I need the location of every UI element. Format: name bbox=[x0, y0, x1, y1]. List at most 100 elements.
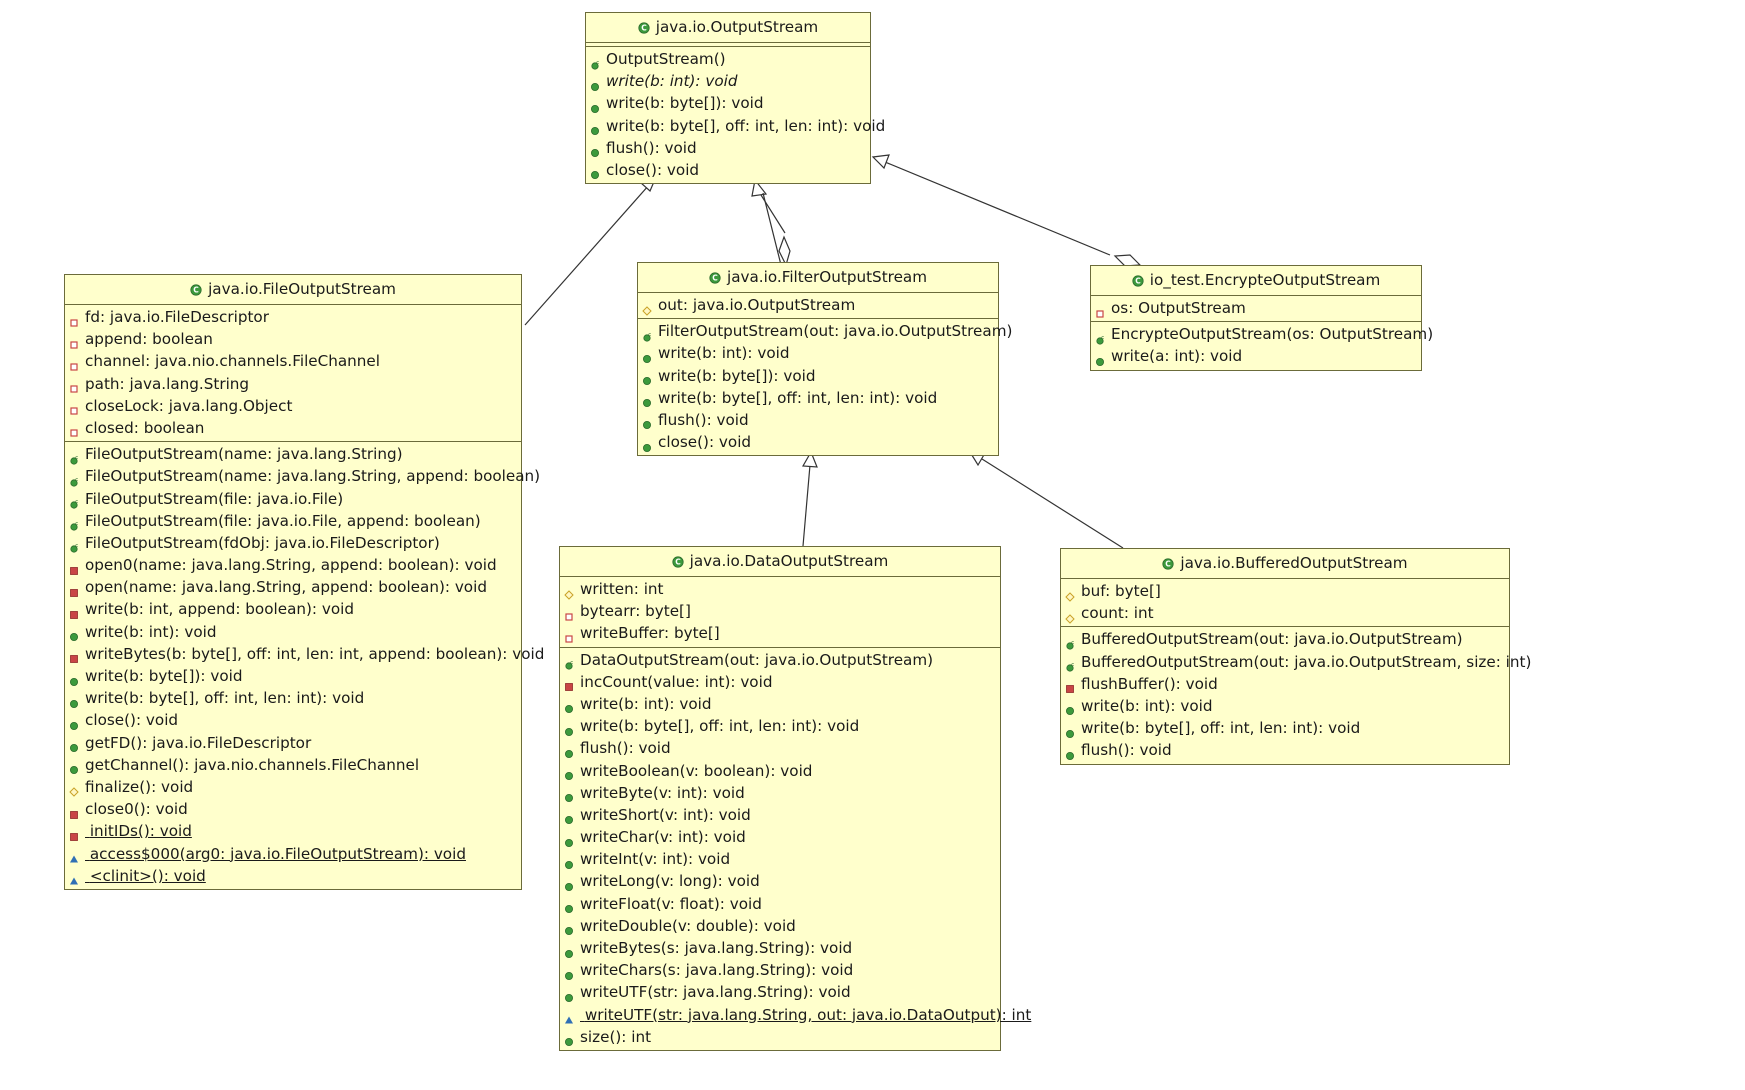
method-row[interactable]: writeDouble(v: double): void bbox=[560, 915, 1000, 937]
method-row[interactable]: write(a: int): void bbox=[1091, 345, 1421, 367]
public-method-icon bbox=[1065, 745, 1075, 760]
method-row[interactable]: write(b: byte[], off: int, len: int): vo… bbox=[560, 715, 1000, 737]
method-row[interactable]: write(b: int): void bbox=[1061, 695, 1509, 717]
method-row[interactable]: writeUTF(str: java.lang.String): void bbox=[560, 981, 1000, 1003]
field-row[interactable]: path: java.lang.String bbox=[65, 373, 521, 395]
method-row[interactable]: writeBytes(s: java.lang.String): void bbox=[560, 937, 1000, 959]
method-text: write(b: int, append: boolean): void bbox=[85, 600, 355, 619]
private-method-icon bbox=[69, 648, 79, 664]
svg-text:c: c bbox=[75, 499, 78, 505]
public-method-icon bbox=[564, 832, 574, 847]
method-text: close(): void bbox=[85, 711, 179, 730]
method-row[interactable]: size(): int bbox=[560, 1026, 1000, 1048]
method-row[interactable]: writeBytes(b: byte[], off: int, len: int… bbox=[65, 643, 544, 665]
method-row[interactable]: write(b: byte[], off: int, len: int): vo… bbox=[65, 687, 521, 709]
method-row[interactable]: writeInt(v: int): void bbox=[560, 848, 1000, 870]
method-row[interactable]: incCount(value: int): void bbox=[560, 671, 1000, 693]
method-row[interactable]: write(b: int, append: boolean): void bbox=[65, 598, 521, 620]
method-row[interactable]: writeBoolean(v: boolean): void bbox=[560, 760, 1000, 782]
method-text: writeBytes(b: byte[], off: int, len: int… bbox=[85, 644, 545, 663]
method-row[interactable]: writeFloat(v: float): void bbox=[560, 893, 1000, 915]
method-row[interactable]: close(): void bbox=[638, 431, 998, 453]
class-icon: C bbox=[1162, 556, 1175, 574]
field-row[interactable]: out: java.io.OutputStream bbox=[638, 294, 998, 316]
field-row[interactable]: channel: java.nio.channels.FileChannel bbox=[65, 350, 521, 372]
method-row[interactable]: open0(name: java.lang.String, append: bo… bbox=[65, 554, 521, 576]
field-row[interactable]: os: OutputStream bbox=[1091, 297, 1421, 319]
svg-text:c: c bbox=[1101, 335, 1104, 341]
field-row[interactable]: append: boolean bbox=[65, 328, 521, 350]
method-row[interactable]: initIDs(): void bbox=[65, 820, 521, 842]
method-row[interactable]: flushBuffer(): void bbox=[1061, 673, 1509, 695]
method-row[interactable]: flush(): void bbox=[638, 409, 998, 431]
method-text: write(b: byte[], off: int, len: int): vo… bbox=[1081, 719, 1361, 738]
method-row[interactable]: writeShort(v: int): void bbox=[560, 804, 1000, 826]
method-row[interactable]: flush(): void bbox=[560, 737, 1000, 759]
method-row[interactable]: write(b: byte[], off: int, len: int): vo… bbox=[1061, 717, 1509, 739]
method-row[interactable]: writeLong(v: long): void bbox=[560, 870, 1000, 892]
method-row[interactable]: write(b: int): void bbox=[560, 693, 1000, 715]
svg-text:c: c bbox=[1071, 640, 1074, 646]
method-row[interactable]: writeByte(v: int): void bbox=[560, 782, 1000, 804]
method-row[interactable]: writeChars(s: java.lang.String): void bbox=[560, 959, 1000, 981]
method-row[interactable]: flush(): void bbox=[1061, 739, 1509, 761]
relation-dataoutputstream-generalization bbox=[803, 452, 817, 546]
method-row[interactable]: close0(): void bbox=[65, 798, 521, 820]
public-method-icon bbox=[564, 876, 574, 891]
method-row[interactable]: getFD(): java.io.FileDescriptor bbox=[65, 732, 521, 754]
method-row[interactable]: write(b: int): void bbox=[638, 342, 998, 364]
field-row[interactable]: count: int bbox=[1061, 602, 1509, 624]
field-row[interactable]: writeBuffer: byte[] bbox=[560, 622, 1000, 644]
method-row[interactable]: open(name: java.lang.String, append: boo… bbox=[65, 576, 521, 598]
public-method-icon bbox=[69, 737, 79, 753]
package-member-icon bbox=[69, 848, 79, 863]
field-row[interactable]: fd: java.io.FileDescriptor bbox=[65, 306, 521, 328]
method-row[interactable]: write(b: int): void bbox=[586, 70, 870, 92]
method-row[interactable]: write(b: byte[]): void bbox=[65, 665, 521, 687]
method-row[interactable]: writeUTF(str: java.lang.String, out: jav… bbox=[560, 1004, 1031, 1026]
field-row[interactable]: buf: byte[] bbox=[1061, 580, 1509, 602]
method-row[interactable]: <clinit>(): void bbox=[65, 865, 521, 887]
method-row[interactable]: writeChar(v: int): void bbox=[560, 826, 1000, 848]
method-row[interactable]: write(b: byte[]): void bbox=[638, 365, 998, 387]
field-row[interactable]: closed: boolean bbox=[65, 417, 521, 439]
method-row[interactable]: write(b: byte[], off: int, len: int): vo… bbox=[586, 115, 885, 137]
method-row[interactable]: write(b: int): void bbox=[65, 621, 521, 643]
method-row[interactable]: write(b: byte[]): void bbox=[586, 92, 870, 114]
method-row[interactable]: close(): void bbox=[586, 159, 870, 181]
field-text: written: int bbox=[580, 580, 664, 598]
field-row[interactable]: bytearr: byte[] bbox=[560, 600, 1000, 622]
method-row[interactable]: close(): void bbox=[65, 709, 521, 731]
class-name: io_test.EncrypteOutputStream bbox=[1149, 271, 1381, 289]
field-row[interactable]: written: int bbox=[560, 578, 1000, 600]
method-text: writeByte(v: int): void bbox=[580, 783, 745, 802]
method-row[interactable]: getChannel(): java.nio.channels.FileChan… bbox=[65, 754, 521, 776]
public-method-icon bbox=[590, 98, 600, 113]
method-row[interactable]: flush(): void bbox=[586, 137, 870, 159]
constructor-icon: c bbox=[642, 326, 652, 342]
method-row[interactable]: write(b: byte[], off: int, len: int): vo… bbox=[638, 387, 998, 409]
method-row[interactable]: access$000(arg0: java.io.FileOutputStrea… bbox=[65, 843, 521, 865]
method-row[interactable]: finalize(): void bbox=[65, 776, 521, 798]
field-row[interactable]: closeLock: java.lang.Object bbox=[65, 395, 521, 417]
